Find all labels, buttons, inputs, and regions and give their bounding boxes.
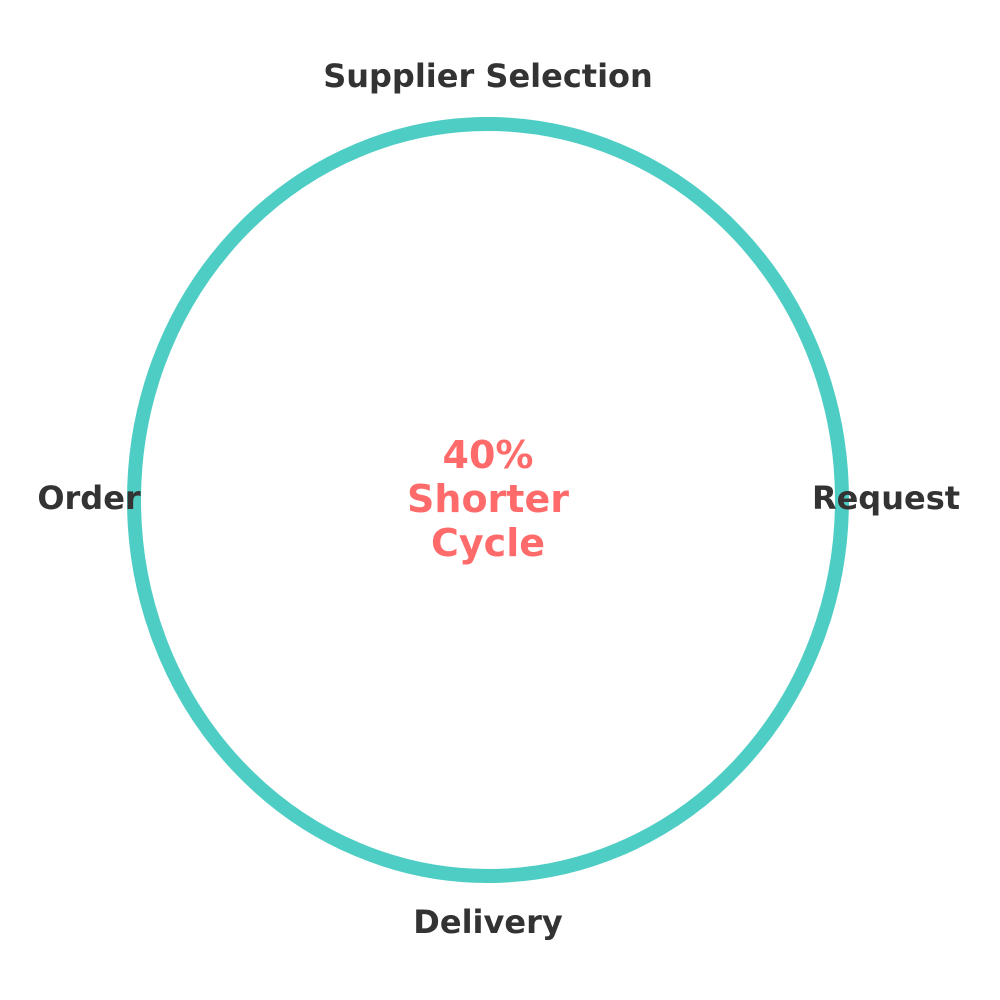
stage-label-order: Order [37,479,141,517]
cycle-ring-circle [127,117,849,883]
center-callout: 40% Shorter Cycle [407,433,569,565]
stage-label-delivery: Delivery [413,903,563,941]
center-callout-percent: 40% [442,433,534,477]
stage-label-request: Request [811,479,961,517]
stage-label-supplier-selection: Supplier Selection [323,57,653,95]
center-callout-word-shorter: Shorter [407,477,569,521]
center-callout-word-cycle: Cycle [431,521,545,565]
